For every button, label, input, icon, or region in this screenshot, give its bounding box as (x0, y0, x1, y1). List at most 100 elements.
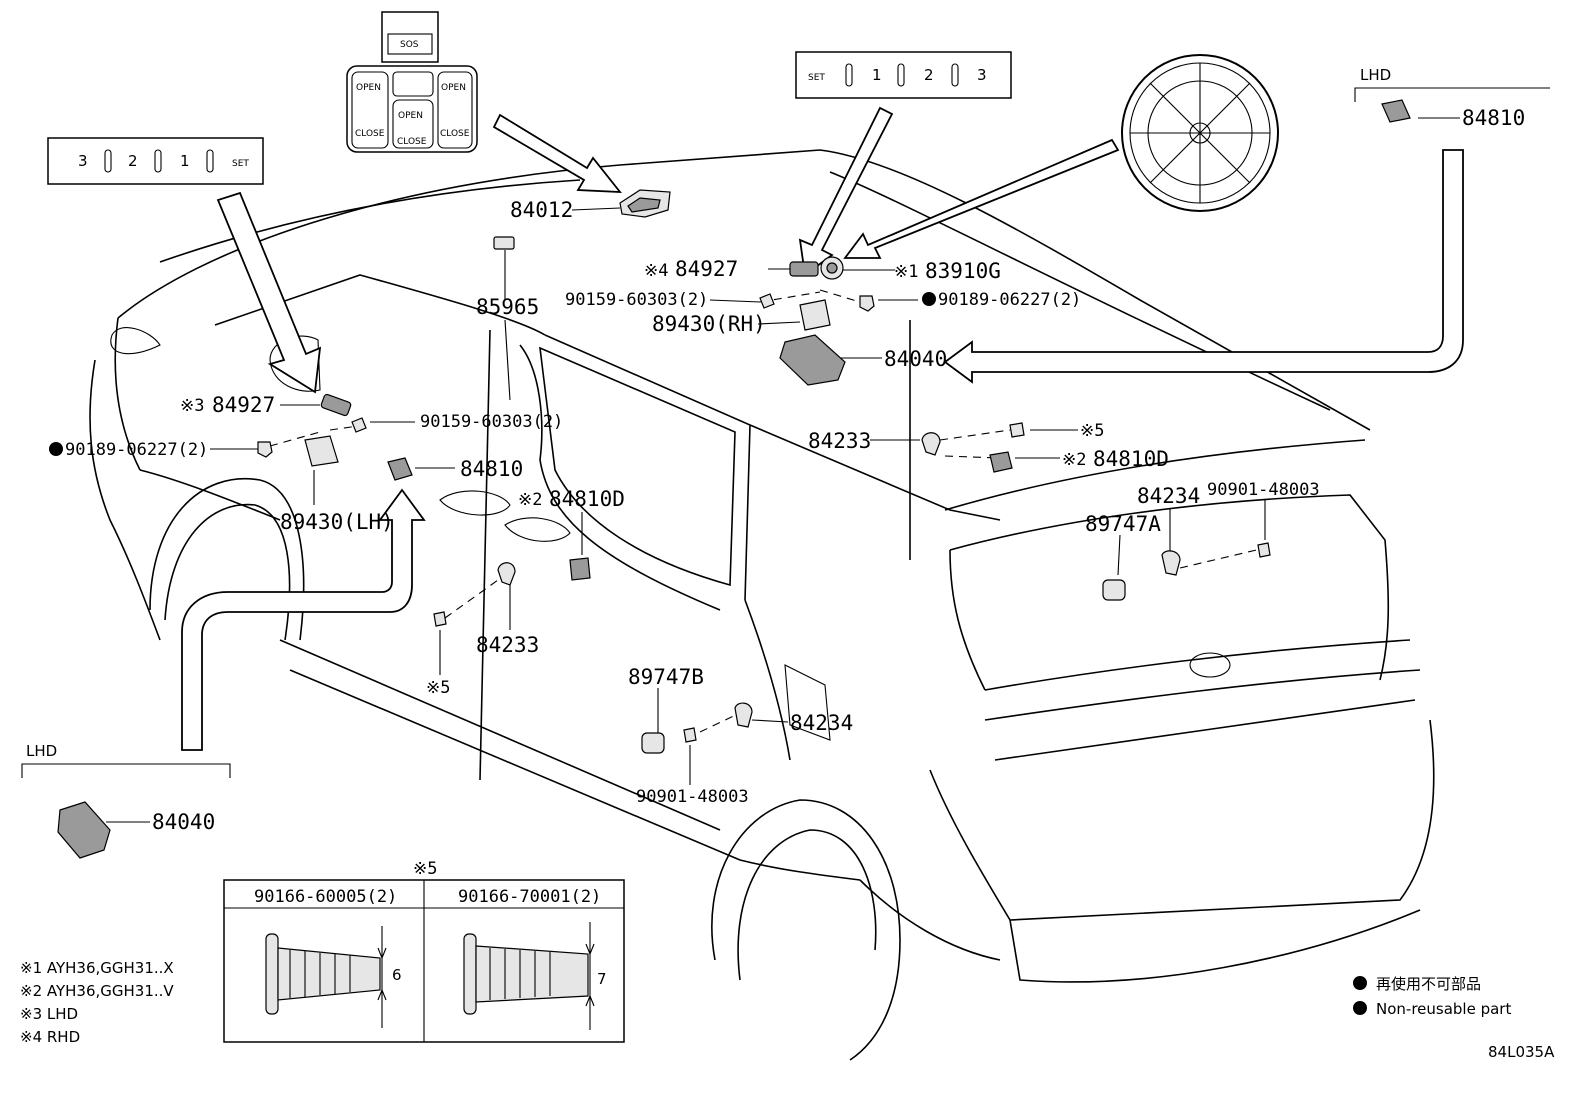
arrow-lhd-84040 (943, 149, 1464, 384)
seat-switch-panel-right: SET 1 2 3 (795, 51, 1012, 99)
label-90189-rh: 90189-06227(2) (938, 290, 1081, 310)
door-switch-open-center: OPEN (398, 111, 423, 121)
footnote-2: ※2 AYH36,GGH31..V (20, 982, 174, 1000)
sensor-89747b-sketch (641, 732, 665, 754)
mark-3: ※3 (180, 396, 204, 416)
label-84233-door: 84233 (476, 633, 539, 657)
switch-84234-rear-sketch (1161, 550, 1181, 576)
label-90901-rear: 90901-48003 (1207, 480, 1320, 500)
connector-85965-sketch (493, 236, 515, 250)
label-83910g: 83910G (925, 259, 1001, 283)
bolt-table-mark: ※5 (413, 859, 437, 879)
label-84810d-door: 84810D (549, 487, 625, 511)
door-switch-open-left: OPEN (356, 83, 381, 93)
legend-dot-en (1353, 1001, 1367, 1015)
legend-jp: 再使用不可部品 (1376, 975, 1481, 993)
panel-left-btn1: 1 (180, 152, 190, 170)
clip-lh-sketch (257, 441, 273, 458)
switch-84927-lhd-sketch (320, 393, 352, 417)
label-90189-lh: 90189-06227(2) (65, 440, 208, 460)
vehicle-outline (89, 149, 1435, 1061)
non-reusable-dot-rh (922, 292, 936, 306)
mark-2-door: ※2 (518, 490, 542, 510)
label-84927-rhd: 84927 (675, 257, 738, 281)
door-switch-sos: SOS (400, 40, 419, 50)
arrow-83910g (843, 138, 1120, 259)
panel-right-btn3: 3 (977, 66, 987, 84)
door-switch-close-center: CLOSE (397, 137, 427, 147)
footnote-1: ※1 AYH36,GGH31..X (20, 959, 174, 977)
label-89747a: 89747A (1085, 512, 1161, 536)
label-84040: 84040 (884, 347, 947, 371)
door-switch-open-right: OPEN (441, 83, 466, 93)
legend-dot-jp (1353, 976, 1367, 990)
label-84233-rear: 84233 (808, 429, 871, 453)
door-switch-detail: SOS OPEN CLOSE OPEN CLOSE OPEN CLOSE (346, 11, 478, 153)
stopper-84233-door-sketch (497, 562, 516, 586)
door-switch-close-left: CLOSE (355, 129, 385, 139)
speaker-detail (1121, 54, 1279, 212)
arrow-84012 (492, 113, 622, 193)
door-switch-close-right: CLOSE (440, 129, 470, 139)
non-reusable-dot-lh (49, 442, 63, 456)
panel-left-btn2: 2 (128, 152, 138, 170)
legend-en: Non-reusable part (1376, 1000, 1511, 1018)
leader-lines (21, 87, 1550, 823)
footnote-4: ※4 RHD (20, 1028, 80, 1046)
seat-switch-panel-left: 3 2 1 SET (47, 137, 264, 185)
sensor-89430lh-sketch (304, 435, 339, 467)
label-89430-rh: 89430(RH) (652, 312, 766, 336)
sensor-89747a-sketch (1102, 579, 1126, 601)
mark-4: ※4 (644, 261, 668, 281)
arrow-lhd-84810 (181, 488, 426, 751)
switch-84810-sketch (387, 457, 413, 481)
label-84810d-rear: 84810D (1093, 447, 1169, 471)
bolt-table-col2: 90166-70001(2) (458, 887, 601, 907)
label-84234-rear: 84234 (1137, 484, 1200, 508)
switch-84234-side-sketch (734, 702, 753, 728)
label-84927-lhd: 84927 (212, 393, 275, 417)
bolt-table: ※5 90166-60005(2) 90166-70001(2) 6 (223, 859, 625, 1043)
switch-84040-sketch (779, 334, 846, 386)
legend: 再使用不可部品 Non-reusable part (1353, 975, 1511, 1018)
components (57, 99, 1411, 859)
switch-84040-lhd-sketch (57, 801, 111, 859)
label-90159-lh: 90159-60303(2) (420, 412, 563, 432)
switch-84810d-rear-sketch (989, 451, 1013, 473)
callout-arrows (181, 106, 1464, 751)
lhd-label-top: LHD (1360, 66, 1391, 84)
bolt-70001-sketch: 7 (463, 922, 607, 1030)
mark-2-rear: ※2 (1062, 450, 1086, 470)
mark-5-door: ※5 (426, 678, 450, 698)
screw-sketches (351, 293, 1271, 743)
switch-84810-lhd-sketch (1381, 99, 1411, 123)
panel-left-btn3: 3 (78, 152, 88, 170)
label-84012: 84012 (510, 198, 573, 222)
switch-84012-sketch (619, 189, 671, 218)
label-84810-door: 84810 (460, 457, 523, 481)
panel-left-set: SET (232, 159, 249, 169)
mark-5-rear: ※5 (1080, 421, 1104, 441)
label-84810-lhd: 84810 (1462, 106, 1525, 130)
footnote-3: ※3 LHD (20, 1005, 78, 1023)
arrow-right-switch (798, 106, 894, 277)
footnotes: ※1 AYH36,GGH31..X ※2 AYH36,GGH31..V ※3 L… (20, 959, 174, 1046)
label-85965: 85965 (476, 295, 539, 319)
bolt-dim-6: 6 (392, 966, 402, 984)
stopper-84233-rear-sketch (921, 432, 941, 456)
panel-right-set: SET (808, 73, 825, 83)
label-90901-side: 90901-48003 (636, 787, 749, 807)
mark-1: ※1 (894, 262, 918, 282)
bolt-dim-7: 7 (597, 970, 607, 988)
lhd-label-bottom: LHD (26, 742, 57, 760)
clip-rh-sketch (859, 295, 875, 312)
label-90159-rh: 90159-60303(2) (565, 290, 708, 310)
label-89430-lh: 89430(LH) (280, 510, 394, 534)
bolt-60005-sketch: 6 (265, 926, 402, 1028)
switch-84810d-door-sketch (569, 557, 591, 581)
label-84040-lhd: 84040 (152, 810, 215, 834)
switch-84927-rhd-sketch (789, 261, 819, 277)
panel-right-btn2: 2 (924, 66, 934, 84)
sensor-89430rh-sketch (799, 299, 831, 331)
